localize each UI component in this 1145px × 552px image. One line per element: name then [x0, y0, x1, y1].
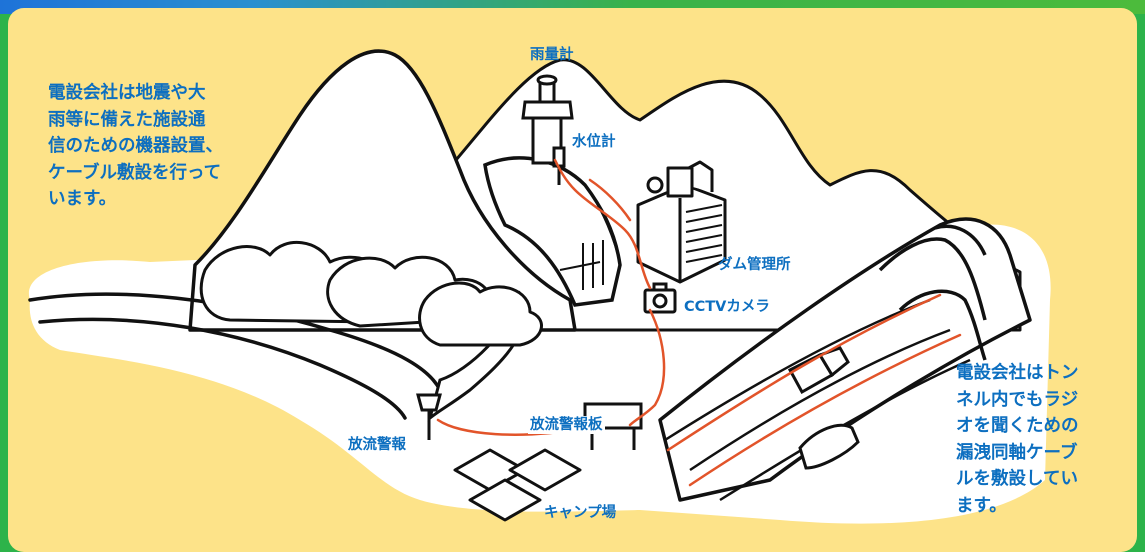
label-discharge-warning-board: 放流警報板	[528, 416, 605, 434]
label-water-level-gauge: 水位計	[570, 133, 618, 151]
cctv-camera-icon	[643, 282, 677, 314]
note-line: ネル内でもラジ	[956, 389, 1079, 410]
label-rain-gauge: 雨量計	[530, 47, 574, 63]
note-line: 信のための機器設置、	[48, 136, 223, 156]
label-cctv-camera: CCTVカメラ	[684, 299, 770, 315]
note-tunnel-radio: 電設会社はトン ネル内でもラジ オを聞くための 漏洩同軸ケーブ ルを敷設してい …	[956, 360, 1136, 519]
note-line: オを聞くための	[956, 416, 1079, 436]
note-line: います。	[48, 189, 117, 209]
label-campsite: キャンプ場	[544, 505, 617, 521]
note-line: ルを敷設してい	[956, 469, 1078, 489]
cables	[436, 158, 962, 487]
note-line: ます。	[956, 495, 1007, 516]
note-line: 電設会社は地震や大	[48, 83, 206, 103]
note-line: 雨等に備えた施設通	[48, 109, 206, 130]
rain-gauge-tower	[521, 74, 574, 165]
illustration-panel: 電設会社は地震や大 雨等に備えた施設通 信のための機器設置、 ケーブル敷設を行っ…	[8, 8, 1137, 552]
note-line: ケーブル敷設を行って	[48, 162, 222, 183]
car	[798, 423, 860, 470]
camp-tents	[453, 448, 582, 522]
warning-speaker	[416, 393, 442, 440]
truck	[787, 346, 850, 395]
scene-illustration	[28, 49, 1051, 524]
label-dam-office: ダム管理所	[718, 257, 791, 273]
forest	[199, 240, 543, 347]
note-line: 漏洩同軸ケーブ	[956, 442, 1078, 463]
label-discharge-warning: 放流警報	[348, 437, 406, 453]
note-dam-facilities: 電設会社は地震や大 雨等に備えた施設通 信のための機器設置、 ケーブル敷設を行っ…	[48, 80, 278, 213]
note-line: 電設会社はトン	[956, 363, 1079, 383]
dam-office	[636, 160, 727, 284]
